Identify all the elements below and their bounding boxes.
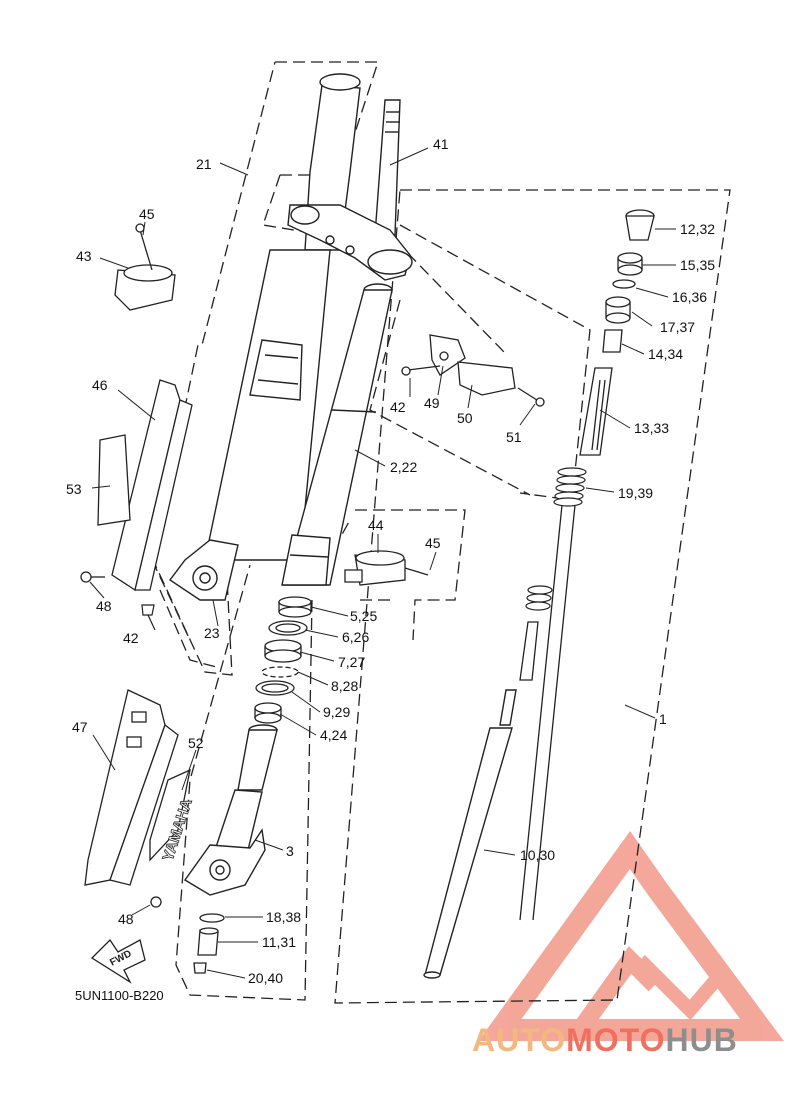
callout-14-34: 14,34 xyxy=(648,346,684,362)
clamp-44 xyxy=(344,550,429,586)
outer-leg-3 xyxy=(183,724,278,896)
callout-7-27: 7,27 xyxy=(338,654,366,670)
callout-10-30: 10,30 xyxy=(520,847,556,863)
callout-41: 41 xyxy=(433,136,449,152)
triple-clamp-41 xyxy=(287,99,413,281)
callout-21: 21 xyxy=(196,156,212,172)
callout-1: 1 xyxy=(659,711,667,727)
callout-12-32: 12,32 xyxy=(680,221,716,237)
callout-48-upper: 48 xyxy=(96,598,112,614)
callout-8-28: 8,28 xyxy=(331,678,359,694)
callout-44: 44 xyxy=(368,517,384,533)
inner-tube-2 xyxy=(281,283,393,586)
callout-53: 53 xyxy=(66,481,82,497)
callout-52: 52 xyxy=(188,735,204,751)
callout-51: 51 xyxy=(506,429,522,445)
callout-46: 46 xyxy=(92,377,108,393)
callout-23: 23 xyxy=(204,625,220,641)
drawing-code: 5UN1100-B220 xyxy=(75,988,164,1003)
callout-9-29: 9,29 xyxy=(323,704,351,720)
watermark-logo-icon xyxy=(478,831,784,1041)
callout-4-24: 4,24 xyxy=(320,727,348,743)
damper-rod-10 xyxy=(423,689,517,979)
watermark-auto: AUTO xyxy=(472,1022,567,1058)
callout-17-37: 17,37 xyxy=(660,319,696,335)
callout-11-31: 11,31 xyxy=(262,934,296,950)
cartridge-parts xyxy=(519,209,655,921)
callout-6-26: 6,26 xyxy=(342,629,370,645)
callout-43: 43 xyxy=(76,248,92,264)
callout-20-40: 20,40 xyxy=(248,970,284,986)
bracket-49-50 xyxy=(401,334,545,407)
fork-guard-47 xyxy=(84,689,191,908)
callout-13-33: 13,33 xyxy=(634,420,670,436)
callout-47: 47 xyxy=(72,719,88,735)
fwd-arrow-icon xyxy=(90,938,146,984)
callout-5-25: 5,25 xyxy=(350,608,378,624)
callout-15-35: 15,35 xyxy=(680,257,716,273)
callout-19-39: 19,39 xyxy=(618,485,654,501)
callout-49: 49 xyxy=(424,395,440,411)
callout-50: 50 xyxy=(457,410,473,426)
small-parts xyxy=(193,913,225,974)
callout-45-upper: 45 xyxy=(139,206,155,222)
callout-42-upper: 42 xyxy=(390,399,406,415)
callout-45-lower: 45 xyxy=(425,535,441,551)
callout-3: 3 xyxy=(286,843,294,859)
callout-2-22: 2,22 xyxy=(390,459,418,475)
callout-18-38: 18,38 xyxy=(266,909,302,925)
callout-16-36: 16,36 xyxy=(672,289,708,305)
callout-42-lower: 42 xyxy=(123,630,139,646)
watermark-moto: MOTO xyxy=(566,1022,666,1058)
fork-tube-21 xyxy=(168,73,361,601)
seal-stack xyxy=(254,596,312,724)
fork-guard-46 xyxy=(80,379,193,592)
watermark-hub: HUB xyxy=(665,1022,738,1058)
watermark-text: AUTOMOTOHUB xyxy=(472,1022,738,1059)
clamp-43 xyxy=(114,223,176,311)
bolt-42 xyxy=(141,604,156,631)
callout-48-lower: 48 xyxy=(118,911,134,927)
